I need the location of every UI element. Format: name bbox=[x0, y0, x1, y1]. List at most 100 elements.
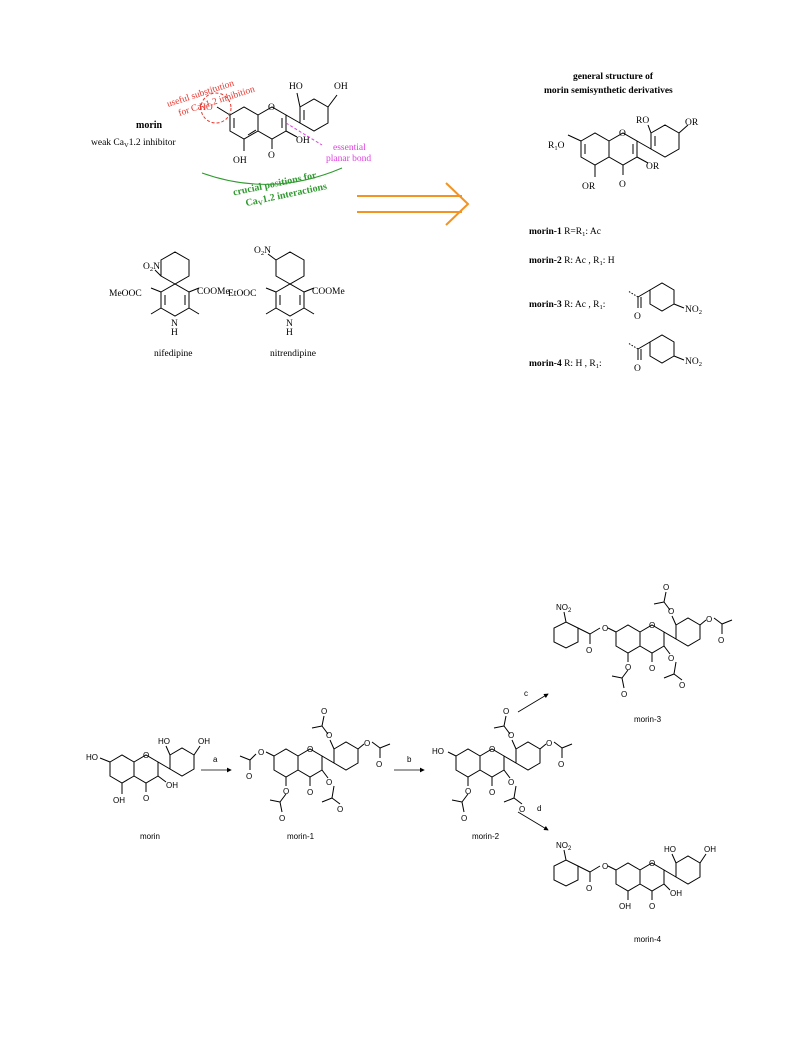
nitrobenzoyl-fragment-3: O NO2 bbox=[627, 282, 702, 322]
atom-label: OH bbox=[670, 889, 682, 898]
bond-graphic bbox=[321, 715, 325, 727]
atom-label: O bbox=[706, 615, 712, 624]
bond-graphic bbox=[188, 307, 200, 315]
bond-graphic bbox=[607, 627, 617, 633]
or-3-label: OR bbox=[646, 162, 660, 172]
oh-3-label: OH bbox=[296, 136, 310, 146]
bond-graphic bbox=[279, 793, 287, 803]
scheme-label-morin-4: morin-4 bbox=[634, 935, 662, 944]
atom-label: O bbox=[283, 787, 289, 796]
bond-graphic bbox=[563, 611, 567, 623]
nitrendipine-name: nitrendipine bbox=[270, 349, 316, 359]
bond-graphic bbox=[451, 799, 463, 803]
atom-label: OH bbox=[619, 902, 631, 911]
bond-graphic bbox=[621, 669, 629, 679]
atom-label: O bbox=[143, 751, 149, 760]
bond-graphic bbox=[663, 883, 671, 891]
h-label: H bbox=[286, 328, 293, 338]
oh-5-label: OH bbox=[233, 156, 247, 166]
atom-label: O bbox=[326, 731, 332, 740]
bond-graphic bbox=[699, 619, 707, 626]
nifedipine-name: nifedipine bbox=[154, 348, 193, 359]
atom-label: O bbox=[508, 731, 514, 740]
bond-graphic bbox=[649, 334, 675, 364]
scheme-morin-3-structure: O O O NO2 O O O O O O O O O bbox=[553, 583, 733, 699]
ring-o-label: O bbox=[619, 129, 626, 139]
bond-graphic bbox=[247, 129, 257, 136]
bond-graphic bbox=[513, 797, 523, 805]
bond-graphic bbox=[445, 182, 470, 226]
bond-graphic bbox=[216, 92, 338, 151]
atom-label: O bbox=[663, 583, 669, 592]
atom-label: HO bbox=[432, 747, 444, 756]
bond-graphic bbox=[713, 617, 723, 625]
atom-label: O bbox=[558, 760, 564, 769]
atom-label: O bbox=[337, 805, 343, 814]
bond-graphic bbox=[561, 743, 573, 749]
bond-graphic bbox=[649, 282, 675, 312]
no2-label: NO2 bbox=[685, 357, 702, 368]
bond-graphic bbox=[627, 342, 639, 350]
bond-graphic bbox=[627, 290, 639, 298]
o2n-label: O2N bbox=[143, 262, 160, 273]
atom-label: O bbox=[649, 664, 655, 673]
n-label: N bbox=[171, 319, 178, 329]
bond-graphic bbox=[503, 797, 515, 803]
general-structure: O R1O OR O OR RO OR bbox=[548, 116, 699, 192]
green-annotation: crucial positions for CaV1.2 interaction… bbox=[232, 170, 328, 209]
atom-label: HO bbox=[664, 845, 676, 854]
bond-graphic bbox=[150, 251, 200, 317]
bond-graphic bbox=[275, 251, 305, 285]
bond-graphic bbox=[607, 865, 617, 871]
bond-graphic bbox=[567, 124, 689, 177]
bond-graphic bbox=[511, 739, 517, 750]
bond-graphic bbox=[357, 743, 365, 750]
bond-graphic bbox=[503, 725, 511, 735]
bond-graphic bbox=[265, 287, 277, 293]
bond-graphic bbox=[647, 124, 652, 134]
bond-graphic bbox=[637, 341, 651, 350]
bond-graphic bbox=[589, 865, 601, 873]
scheme-morin-4-structure: O O O NO2 OH O OH HO OH bbox=[553, 841, 716, 911]
atom-label: O bbox=[668, 607, 674, 616]
derivative-morin-2: morin-2 R: Ac , R1: H bbox=[529, 256, 615, 267]
atom-label: O bbox=[602, 862, 608, 871]
nifedipine-structure: O2N MeOOC COOMe N H bbox=[109, 251, 230, 338]
bond-graphic bbox=[675, 855, 701, 885]
bond-graphic bbox=[109, 754, 135, 784]
morin-desc: weak CaV1.2 inhibitor bbox=[91, 138, 176, 149]
step-c: c bbox=[524, 689, 528, 698]
carbonyl-o-label: O bbox=[634, 312, 641, 322]
bond-graphic bbox=[157, 775, 167, 783]
bond-graphic bbox=[461, 793, 469, 803]
atom-label: O bbox=[649, 621, 655, 630]
bond-graphic bbox=[216, 106, 231, 116]
bond-graphic bbox=[371, 741, 381, 749]
carbonyl-o-label: O bbox=[619, 180, 626, 190]
bond-graphic bbox=[503, 715, 507, 727]
bond-graphic bbox=[577, 865, 591, 873]
bond-graphic bbox=[627, 334, 685, 364]
bond-graphic bbox=[663, 591, 667, 603]
atom-label: O bbox=[718, 636, 724, 645]
bond-graphic bbox=[653, 601, 665, 605]
bond-graphic bbox=[671, 615, 677, 626]
bond-graphic bbox=[663, 601, 671, 611]
ho-red-label: HO bbox=[199, 103, 213, 113]
bond-graphic bbox=[447, 715, 573, 813]
atom-label: NO2 bbox=[556, 841, 572, 852]
bond-graphic bbox=[636, 140, 652, 150]
n-label: N bbox=[286, 319, 293, 329]
ring-oxygen-label: O bbox=[268, 103, 275, 113]
arrow-c bbox=[517, 693, 549, 713]
atom-label: O bbox=[279, 814, 285, 823]
bond-graphic bbox=[515, 741, 541, 771]
bond-graphic bbox=[99, 745, 201, 794]
bond-graphic bbox=[503, 755, 517, 764]
bond-graphic bbox=[553, 741, 563, 749]
bond-graphic bbox=[503, 769, 511, 779]
bond-graphic bbox=[249, 753, 257, 761]
etooc-label: EtOOC bbox=[228, 289, 257, 299]
scheme-label-morin: morin bbox=[140, 832, 160, 841]
green-arc bbox=[201, 167, 343, 185]
